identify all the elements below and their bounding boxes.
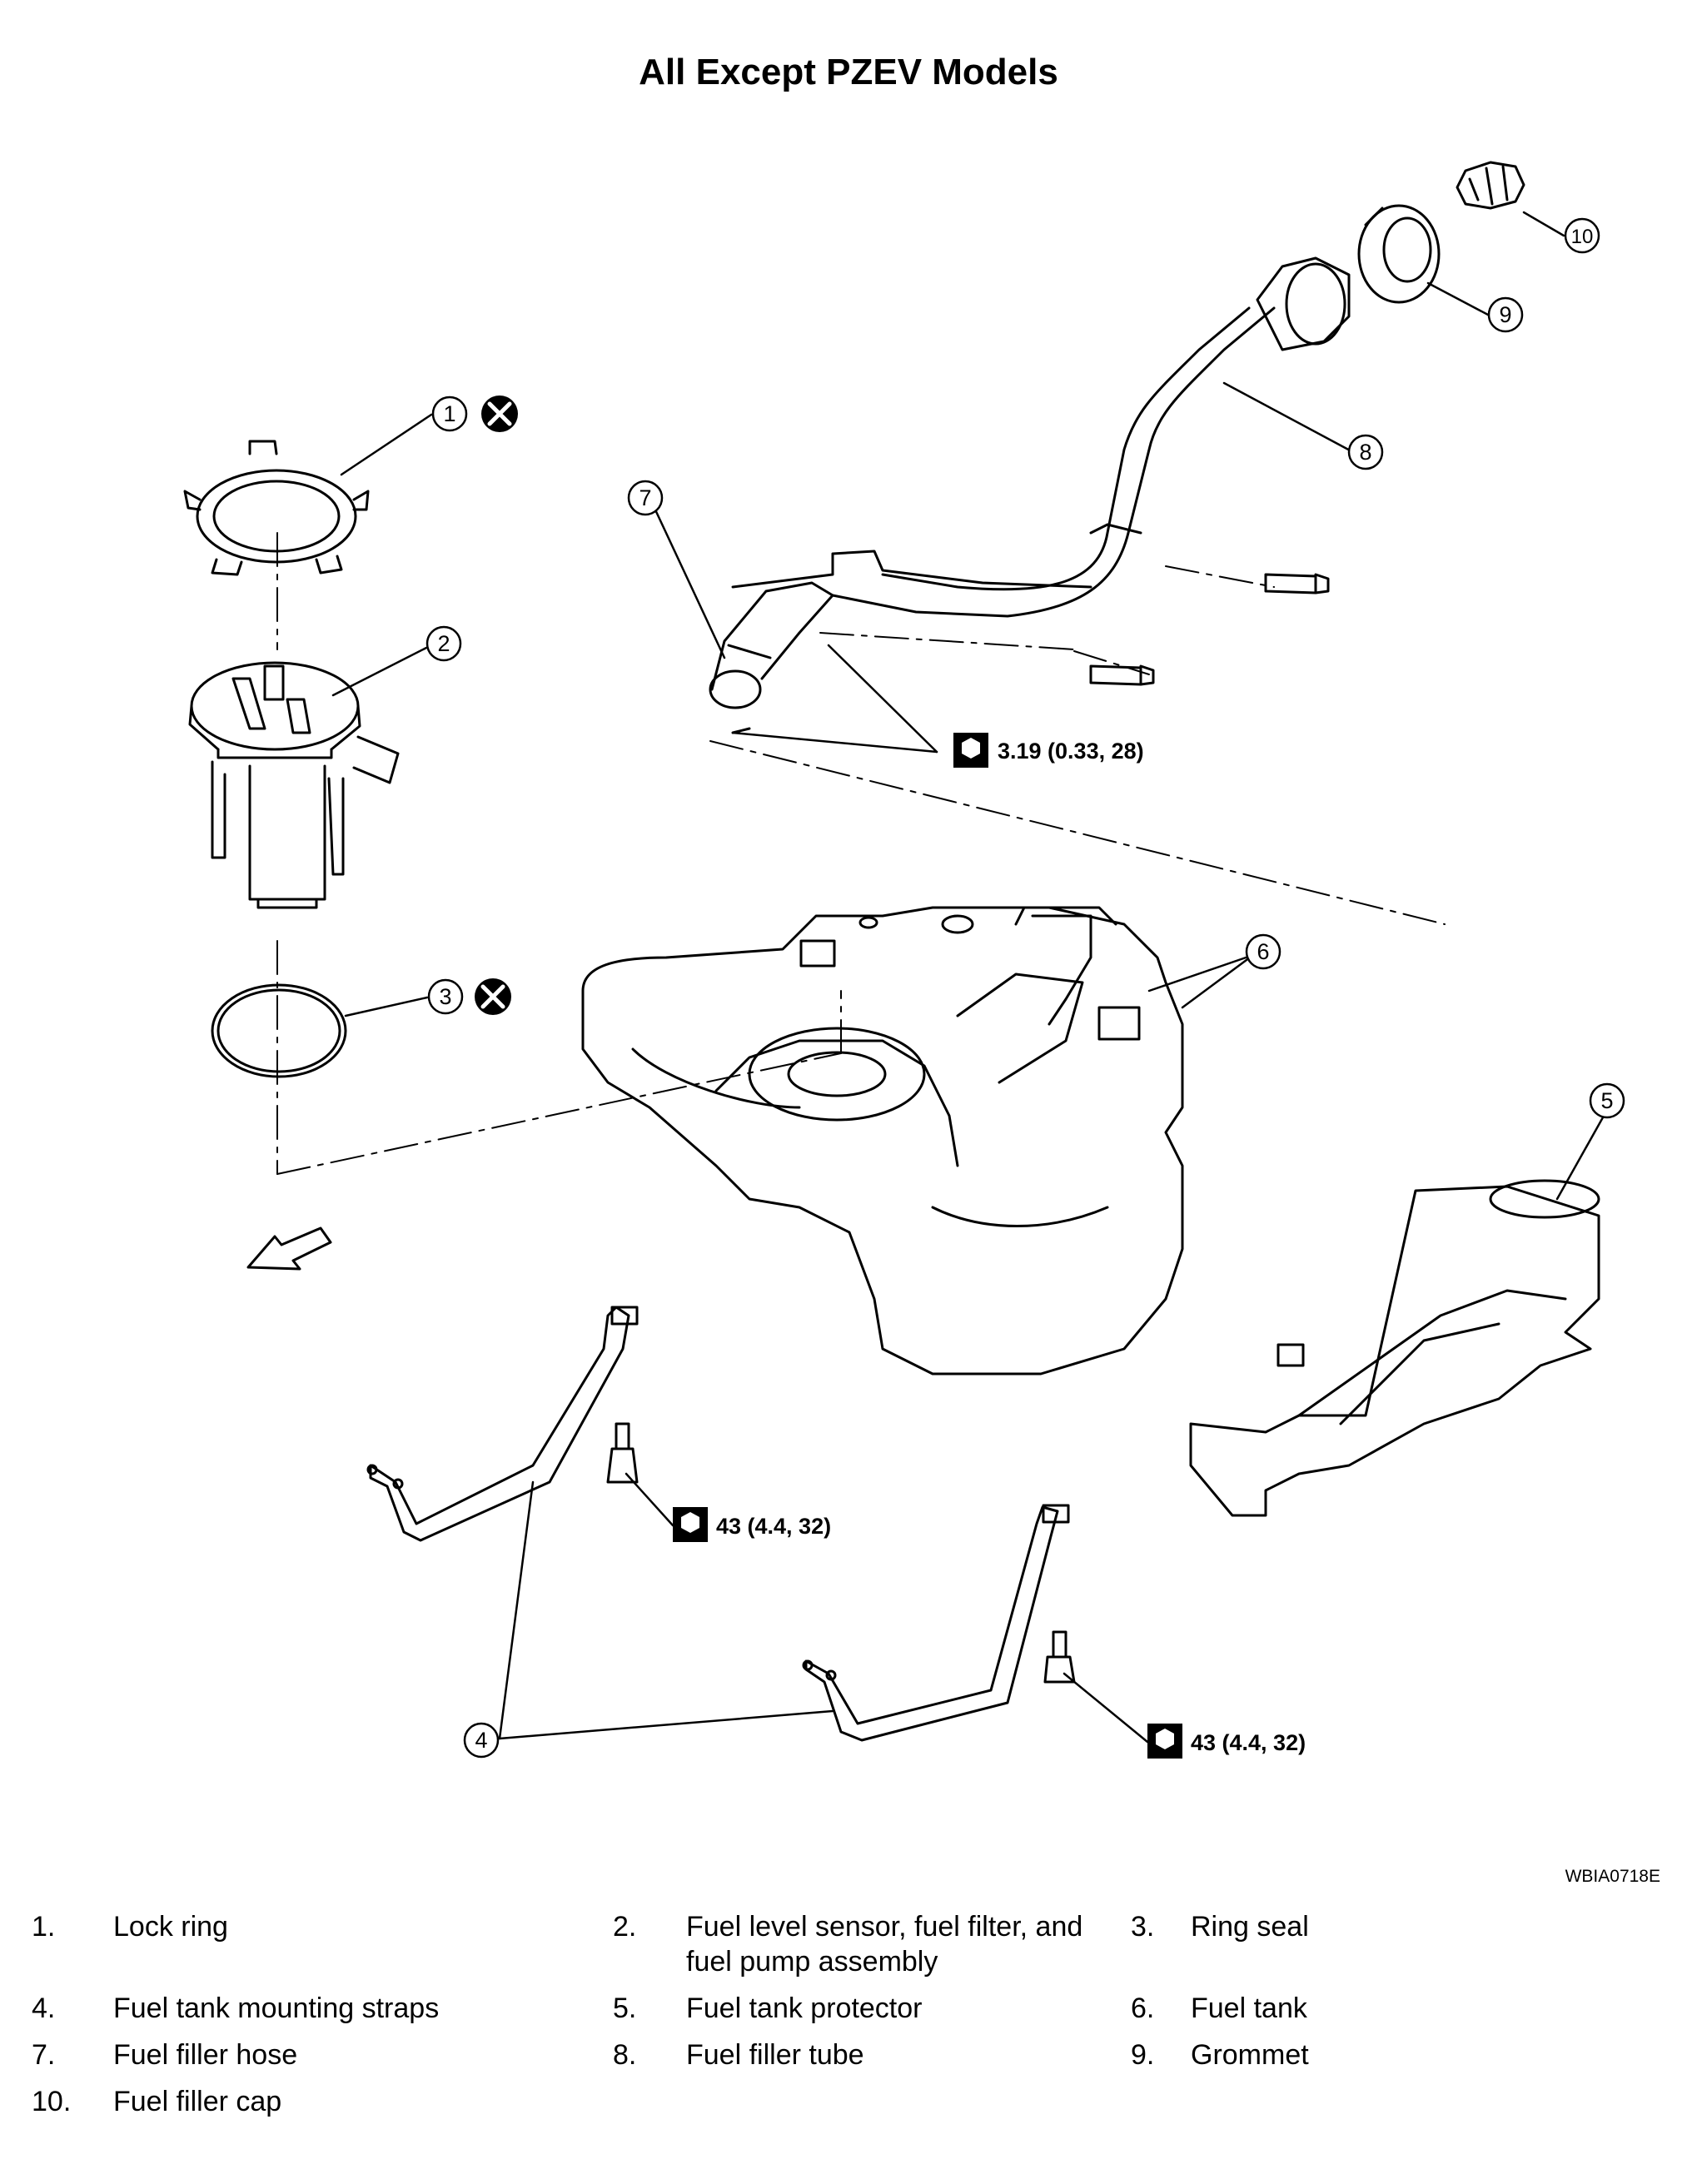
filler-tube-bolts-drawing	[1089, 573, 1330, 686]
torque-label-strap-front: 43 (4.4, 32)	[716, 1514, 831, 1539]
torque-wrench-icon	[1147, 1724, 1182, 1759]
legend-text: Fuel level sensor, fuel filter, and	[686, 1911, 1083, 1943]
front-arrow-icon	[246, 1226, 332, 1271]
x-circle-icon	[475, 978, 511, 1015]
legend-text: Fuel tank mounting straps	[113, 1992, 440, 2024]
fuel-tank-drawing	[581, 906, 1184, 1376]
fuel-filler-tube-drawing	[731, 256, 1351, 618]
callout-2: 2	[437, 631, 450, 656]
callout-9: 9	[1499, 302, 1511, 327]
legend-text: Lock ring	[113, 1911, 228, 1943]
fuel-filler-hose-drawing	[709, 581, 834, 734]
callout-circles	[425, 217, 1625, 1759]
legend-number: 9.	[1131, 2039, 1155, 2071]
legend-text: Fuel filler tube	[686, 2039, 864, 2071]
legend-number: 5.	[613, 1992, 637, 2024]
leader-lines	[331, 211, 1605, 1744]
callout-6: 6	[1257, 939, 1269, 964]
callout-5: 5	[1600, 1088, 1613, 1113]
x-circle-icon	[481, 396, 518, 432]
callout-1: 1	[443, 401, 455, 426]
mounting-strap-front-drawing	[366, 1306, 639, 1542]
legend-text-line2: fuel pump assembly	[686, 1946, 938, 1978]
filler-cap-drawing	[1456, 161, 1525, 210]
callout-4: 4	[475, 1728, 487, 1753]
callout-3: 3	[439, 984, 451, 1009]
grommet-drawing	[1357, 204, 1441, 304]
fuel-tank-protector-drawing	[1189, 1179, 1600, 1517]
legend-number: 10.	[32, 2086, 72, 2117]
legend-text: Fuel tank	[1191, 1992, 1307, 2024]
torque-label-strap-rear: 43 (4.4, 32)	[1191, 1730, 1306, 1755]
legend-text: Fuel filler hose	[113, 2039, 298, 2071]
diagram-title: All Except PZEV Models	[639, 52, 1058, 92]
ring-seal-drawing	[211, 983, 347, 1078]
legend-text: Grommet	[1191, 2039, 1309, 2071]
torque-label-hose: 3.19 (0.33, 28)	[998, 739, 1144, 764]
legend-number: 7.	[32, 2039, 56, 2071]
callout-10: 10	[1571, 226, 1594, 248]
legend-number: 2.	[613, 1911, 637, 1943]
torque-wrench-icon	[953, 733, 988, 768]
legend-number: 1.	[32, 1911, 56, 1943]
mounting-strap-rear-drawing	[802, 1504, 1076, 1742]
legend-number: 3.	[1131, 1911, 1155, 1943]
legend-number: 6.	[1131, 1992, 1155, 2024]
callout-8: 8	[1359, 440, 1371, 465]
legend-text: Fuel filler cap	[113, 2086, 282, 2117]
legend-number: 4.	[32, 1992, 56, 2024]
torque-wrench-icon	[673, 1507, 708, 1542]
legend-number: 8.	[613, 2039, 637, 2071]
figure-code: WBIA0718E	[1565, 1867, 1660, 1886]
alignment-lines	[276, 532, 1446, 1175]
callout-7: 7	[639, 485, 651, 510]
legend-text: Ring seal	[1191, 1911, 1309, 1943]
fuel-pump-assembly-drawing	[188, 661, 400, 909]
legend-text: Fuel tank protector	[686, 1992, 923, 2024]
